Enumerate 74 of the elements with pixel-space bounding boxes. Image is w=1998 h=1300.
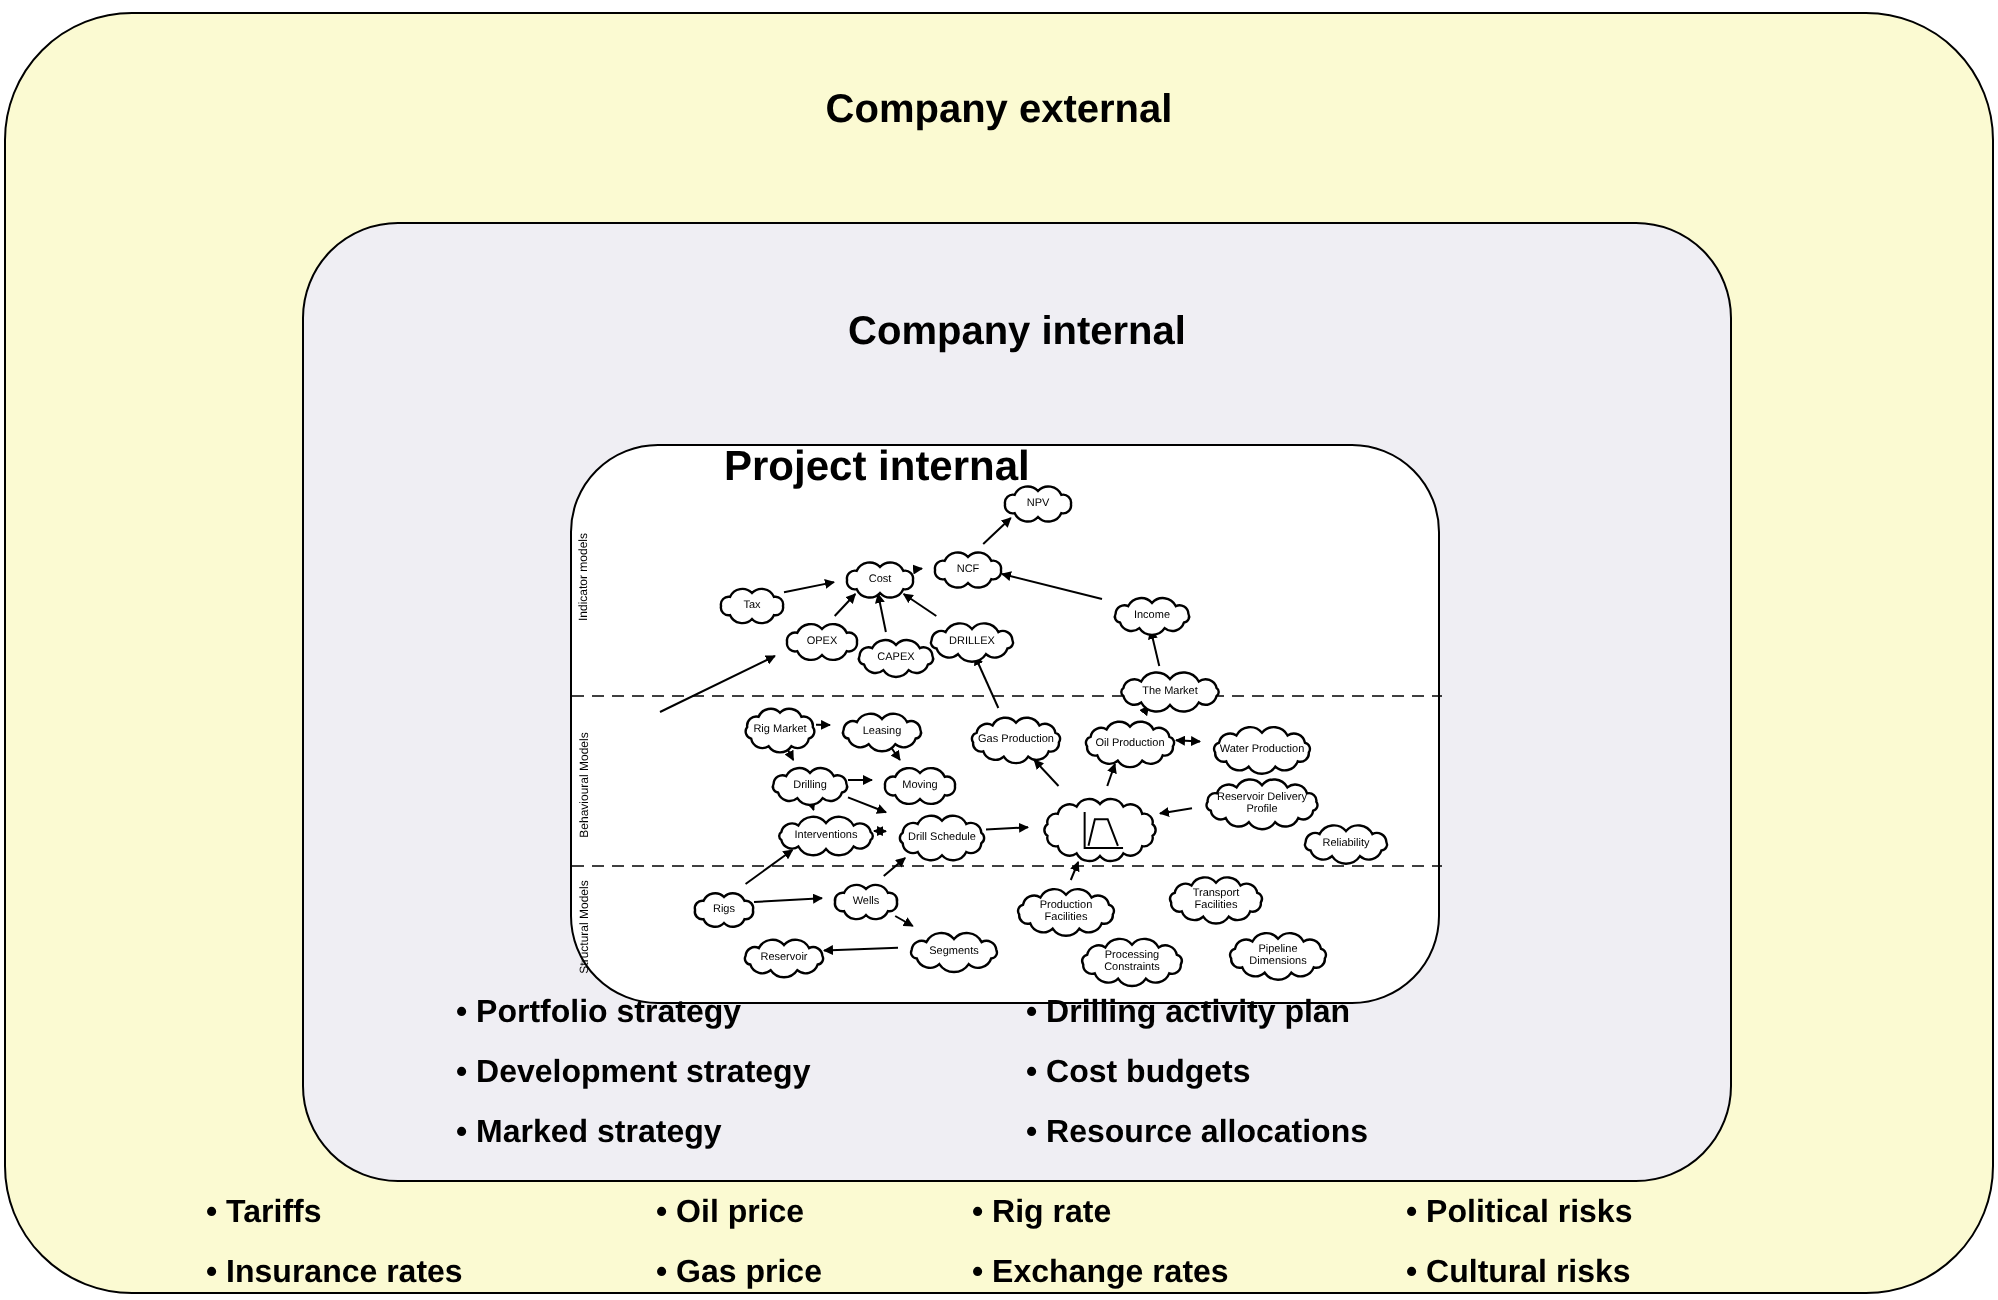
cloud-node — [1110, 598, 1194, 634]
arrow — [873, 826, 887, 837]
cloud-node — [740, 706, 820, 754]
cloud-node — [1076, 938, 1188, 986]
arrow — [815, 719, 831, 730]
cloud-node — [1116, 674, 1224, 710]
cloud-node — [842, 562, 918, 598]
bullet-item: • Exchange rates — [972, 1254, 1231, 1294]
cloud-node — [1000, 486, 1076, 522]
arrow — [744, 849, 794, 885]
bullet-item: • Gas price — [656, 1254, 824, 1294]
arrow — [1001, 571, 1103, 600]
arrow — [659, 655, 776, 713]
bullet-item: • Portfolio strategy — [456, 994, 744, 1034]
cloud-node — [1224, 932, 1332, 980]
bullet-item: • Political risks — [1406, 1194, 1635, 1234]
cloud-node — [880, 768, 960, 804]
cloud-node — [926, 624, 1018, 660]
cloud-node — [1208, 726, 1316, 774]
arrow — [1106, 763, 1117, 787]
boundary-title: Company internal — [848, 312, 1186, 352]
arrow — [982, 517, 1012, 545]
arrow — [985, 822, 1029, 833]
cloud-node — [716, 588, 788, 624]
arrow — [889, 745, 901, 761]
arrow — [823, 945, 899, 956]
bullet-item: • Development strategy — [456, 1054, 813, 1094]
cloud-node — [1012, 888, 1120, 936]
bullet-item: • Marked strategy — [456, 1114, 724, 1154]
arrow — [1159, 807, 1193, 817]
arrow — [912, 564, 923, 575]
bullet-item: • Insurance rates — [206, 1254, 465, 1294]
cloud-node — [906, 934, 1002, 970]
cloud-node — [1080, 720, 1180, 768]
arrow — [1139, 705, 1150, 717]
cloud-node — [1200, 778, 1324, 830]
bullet-item: • Oil price — [656, 1194, 807, 1234]
boundary-title: Project internal — [724, 446, 1030, 488]
arrow — [902, 593, 938, 617]
arrow — [833, 593, 857, 617]
cloud-node — [838, 714, 926, 750]
boundary-panel — [4, 12, 1994, 1294]
bullet-item: • Resource allocations — [1026, 1114, 1370, 1154]
cloud-node — [854, 640, 938, 676]
boundary-title: Company external — [825, 90, 1173, 130]
cloud-node — [782, 624, 862, 660]
arrow — [894, 915, 914, 927]
cloud-node — [1300, 826, 1392, 862]
cloud-node — [774, 818, 878, 854]
arrow — [1033, 759, 1060, 787]
cloud-node — [690, 892, 758, 928]
arrow — [753, 893, 823, 904]
arrow — [1069, 861, 1080, 881]
arrow — [847, 775, 873, 785]
arrow — [847, 796, 887, 814]
boundary-panel — [302, 222, 1732, 1182]
arrow — [882, 857, 907, 877]
cloud-node — [894, 814, 990, 862]
cloud-node — [740, 940, 828, 976]
arrow — [974, 655, 1000, 709]
arrow — [1175, 735, 1201, 747]
cloud-node — [930, 552, 1006, 588]
arrow — [784, 749, 795, 761]
bullet-item: • Cost budgets — [1026, 1054, 1253, 1094]
bullet-item: • Drilling activity plan — [1026, 994, 1353, 1034]
cloud-node — [966, 716, 1066, 764]
cloud-node — [1164, 876, 1268, 924]
arrow — [783, 579, 835, 594]
cloud-node — [768, 768, 852, 804]
arrow — [875, 593, 887, 633]
bullet-item: • Tariffs — [206, 1194, 324, 1234]
bullet-item: • Rig rate — [972, 1194, 1114, 1234]
cloud-node — [830, 884, 902, 920]
bullet-item: • Cultural risks — [1406, 1254, 1633, 1294]
